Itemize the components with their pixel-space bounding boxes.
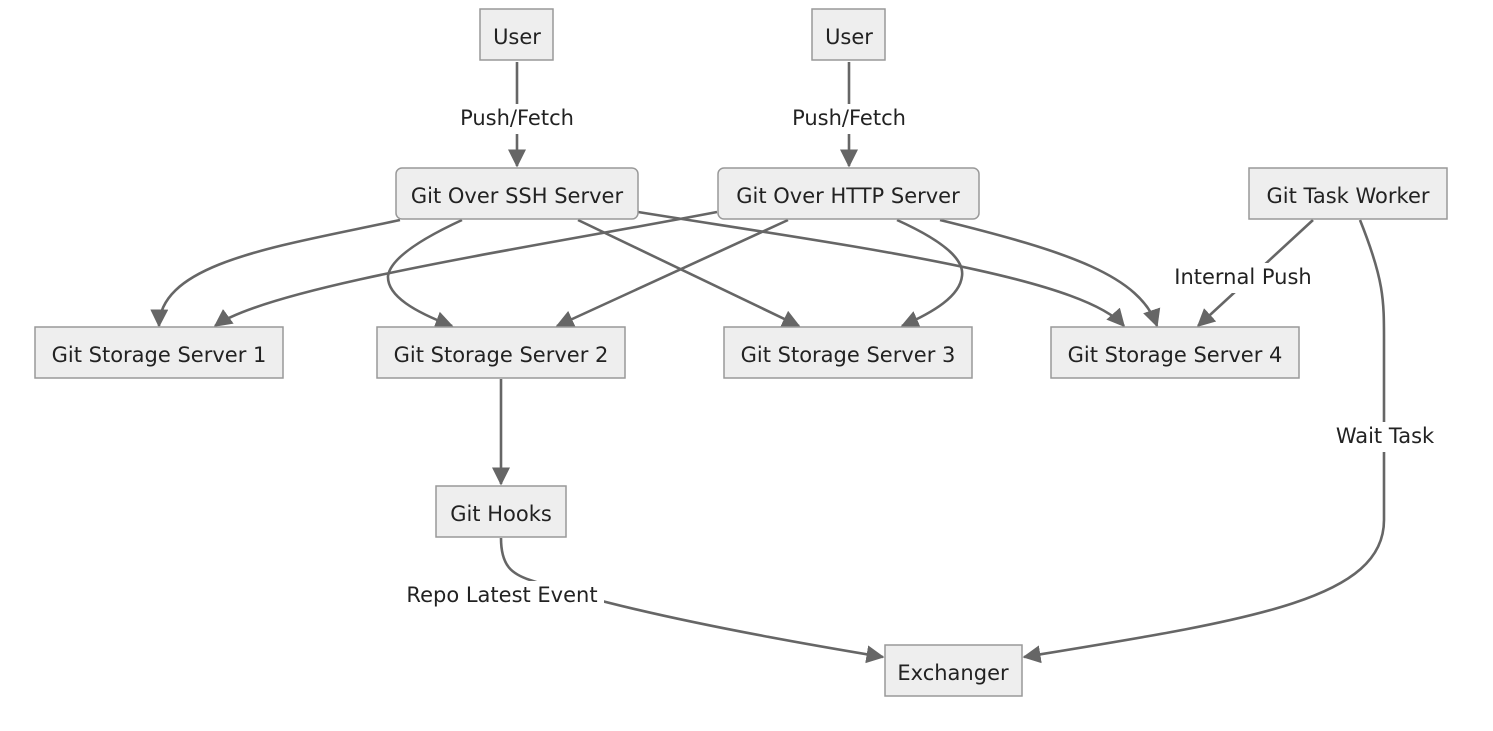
node-http-server-label: Git Over HTTP Server	[736, 184, 960, 208]
edge-label-user-http: Push/Fetch	[792, 106, 906, 130]
node-git-hooks: Git Hooks	[435, 485, 567, 538]
node-ssh-server-label: Git Over SSH Server	[411, 184, 624, 208]
node-storage-1: Git Storage Server 1	[34, 326, 284, 379]
edge-labels: Push/Fetch Push/Fetch Internal Push Wait…	[400, 104, 1440, 611]
edge-ssh-to-storage-2	[386, 218, 463, 329]
node-user-http: User	[811, 8, 886, 61]
node-storage-4: Git Storage Server 4	[1050, 326, 1300, 379]
node-user-ssh: User	[479, 8, 554, 61]
node-http-server: Git Over HTTP Server	[717, 167, 980, 220]
node-task-worker: Git Task Worker	[1248, 167, 1448, 220]
edge-label-user-ssh: Push/Fetch	[460, 106, 574, 130]
node-user-http-label: User	[825, 25, 873, 49]
edge-worker-to-exchanger	[1022, 219, 1386, 664]
node-storage-1-label: Git Storage Server 1	[52, 343, 267, 367]
edge-http-to-storage-3	[896, 218, 964, 328]
edge-http-to-storage-4	[939, 218, 1161, 328]
edge-label-internal-push: Internal Push	[1174, 265, 1311, 289]
nodes: User User Git Over SSH Server Git Over H…	[34, 8, 1448, 697]
edge-ssh-to-storage-3	[577, 218, 801, 328]
edge-ssh-to-storage-4	[637, 210, 1125, 328]
edge-ssh-to-storage-1	[150, 218, 401, 328]
node-storage-3-label: Git Storage Server 3	[741, 343, 956, 367]
node-exchanger: Exchanger	[884, 644, 1023, 697]
node-storage-2: Git Storage Server 2	[376, 326, 626, 379]
edge-label-wait-task: Wait Task	[1336, 424, 1435, 448]
edge-http-to-storage-2	[555, 218, 789, 328]
node-ssh-server: Git Over SSH Server	[395, 167, 639, 220]
node-user-ssh-label: User	[493, 25, 541, 49]
node-task-worker-label: Git Task Worker	[1267, 184, 1430, 208]
node-storage-4-label: Git Storage Server 4	[1068, 343, 1283, 367]
edge-label-repo-latest-event: Repo Latest Event	[406, 583, 597, 607]
node-exchanger-label: Exchanger	[897, 661, 1009, 685]
node-storage-3: Git Storage Server 3	[723, 326, 973, 379]
node-storage-2-label: Git Storage Server 2	[394, 343, 609, 367]
edge-http-to-storage-1	[213, 210, 718, 328]
node-git-hooks-label: Git Hooks	[450, 502, 552, 526]
